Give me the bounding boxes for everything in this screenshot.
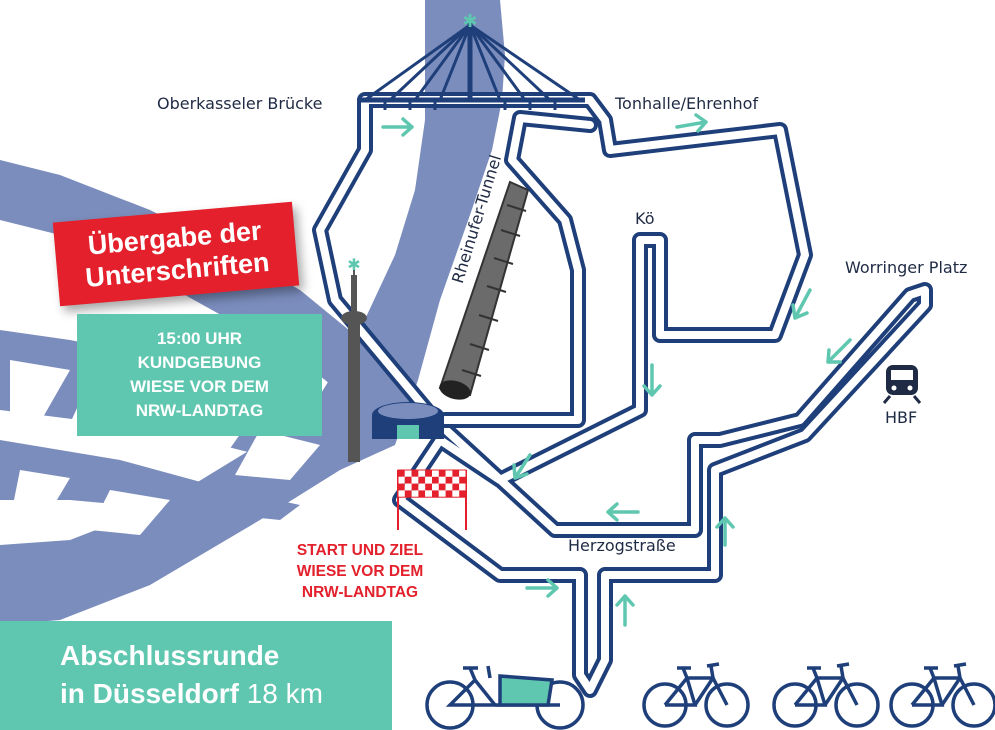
rally-line-2: KUNDGEBUNG <box>137 353 262 372</box>
landtag-building-icon <box>372 402 444 439</box>
tunnel-icon <box>438 180 530 400</box>
route-title-box: Abschlussrunde in Düsseldorf 18 km <box>0 621 392 730</box>
label-koe: Kö <box>635 209 655 228</box>
label-herzogstrasse: Herzogstraße <box>568 536 676 555</box>
label-oberkasseler-bruecke: Oberkasseler Brücke <box>157 94 323 113</box>
tower-star-icon: ✱ <box>347 255 360 274</box>
title-line-2: in Düsseldorf 18 km <box>60 678 323 709</box>
bicycle-1 <box>642 662 750 728</box>
rally-line-3: WIESE VOR DEM <box>130 377 269 396</box>
start-line-3: NRW-LANDTAG <box>301 584 419 601</box>
bicycle-icon <box>642 662 995 728</box>
direction-arrows <box>381 113 852 627</box>
rally-line-4: NRW-LANDTAG <box>135 401 264 420</box>
start-line-1: START UND ZIEL <box>296 542 424 559</box>
label-worringer-platz: Worringer Platz <box>845 258 968 277</box>
rally-line-1: 15:00 UHR <box>156 329 243 348</box>
label-tonhalle-ehrenhof: Tonhalle/Ehrenhof <box>615 94 759 113</box>
tv-tower-icon <box>341 262 367 462</box>
bicycle-2 <box>772 662 880 728</box>
rally-info-box: 15:00 UHR KUNDGEBUNG WIESE VOR DEM NRW-L… <box>77 314 322 436</box>
label-hbf: HBF <box>885 408 918 427</box>
bicycle-3 <box>889 662 995 728</box>
train-icon <box>882 365 922 404</box>
star-icon: ✱ <box>462 11 477 32</box>
bridge-icon <box>360 20 585 110</box>
checkered-flag-icon <box>397 469 467 530</box>
start-line-2: WIESE VOR DEM <box>296 563 424 580</box>
start-finish-label: START UND ZIEL WIESE VOR DEM NRW-LANDTAG <box>270 540 450 603</box>
bike-route <box>312 92 933 698</box>
cargo-bike-icon <box>425 665 585 730</box>
title-line-1: Abschlussrunde <box>60 640 280 671</box>
